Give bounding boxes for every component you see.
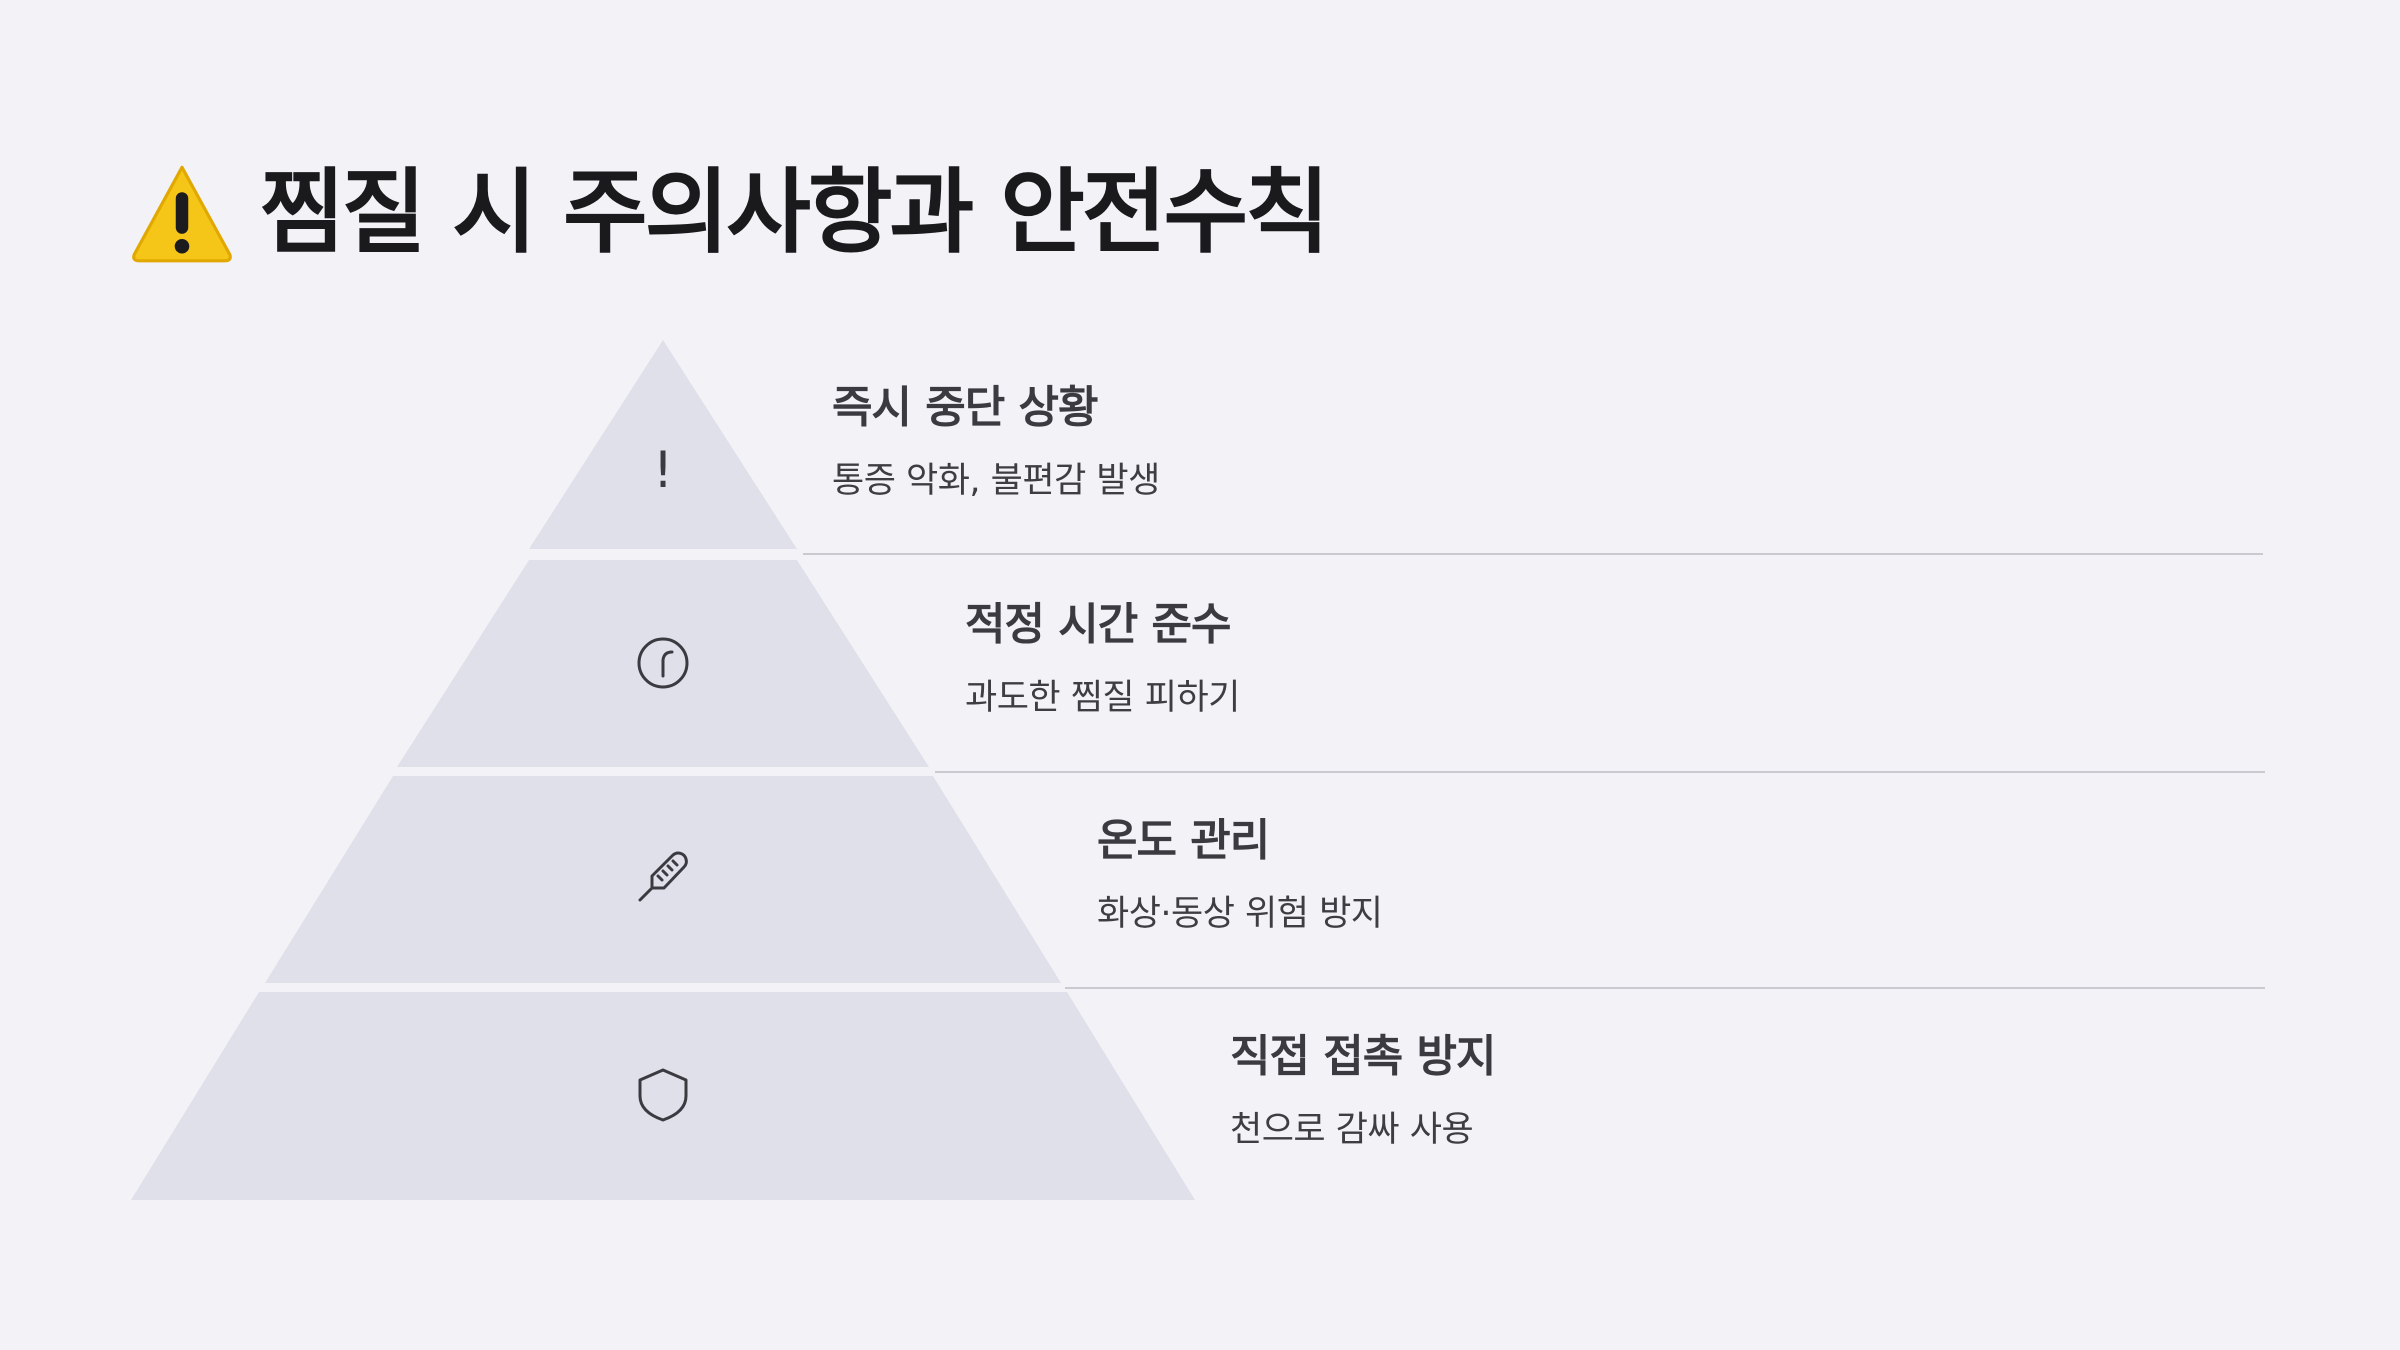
tier-title: 직접 접촉 방지 [1230, 1031, 1497, 1082]
tier-title: 적정 시간 준수 [965, 599, 1232, 650]
tier-divider-3 [1065, 987, 2265, 989]
pyramid-tier-1 [529, 340, 797, 549]
page-title: 찜질 시 주의사항과 안전수칙 [130, 150, 1330, 275]
exclamation-icon: ! [653, 441, 673, 499]
warning-icon [132, 165, 232, 262]
tier-desc: 통증 악화, 불편감 발생 [832, 461, 1160, 501]
tier-desc: 화상·동상 위험 방지 [1097, 894, 1383, 934]
clock-icon [637, 637, 689, 689]
tier-label-2: 적정 시간 준수 과도한 찜질 피하기 [965, 603, 1240, 716]
tier-label-1: 즉시 중단 상황 통증 악화, 불편감 발생 [832, 386, 1160, 499]
tier-label-3: 온도 관리 화상·동상 위험 방지 [1097, 815, 1383, 934]
title-text: 찜질 시 주의사항과 안전수칙 [260, 158, 1330, 266]
pyramid-tier-4 [131, 992, 1195, 1200]
tier-divider-2 [935, 771, 2265, 773]
tier-title: 즉시 중단 상황 [832, 382, 1099, 433]
tier-desc: 천으로 감싸 사용 [1230, 1110, 1474, 1150]
thermometer-icon [638, 851, 688, 902]
shield-icon [638, 1068, 688, 1122]
tier-label-4: 직접 접촉 방지 천으로 감싸 사용 [1230, 1031, 1497, 1150]
tier-desc: 과도한 찜질 피하기 [965, 678, 1240, 718]
tier-title: 온도 관리 [1097, 815, 1270, 866]
tier-divider-1 [803, 553, 2263, 555]
